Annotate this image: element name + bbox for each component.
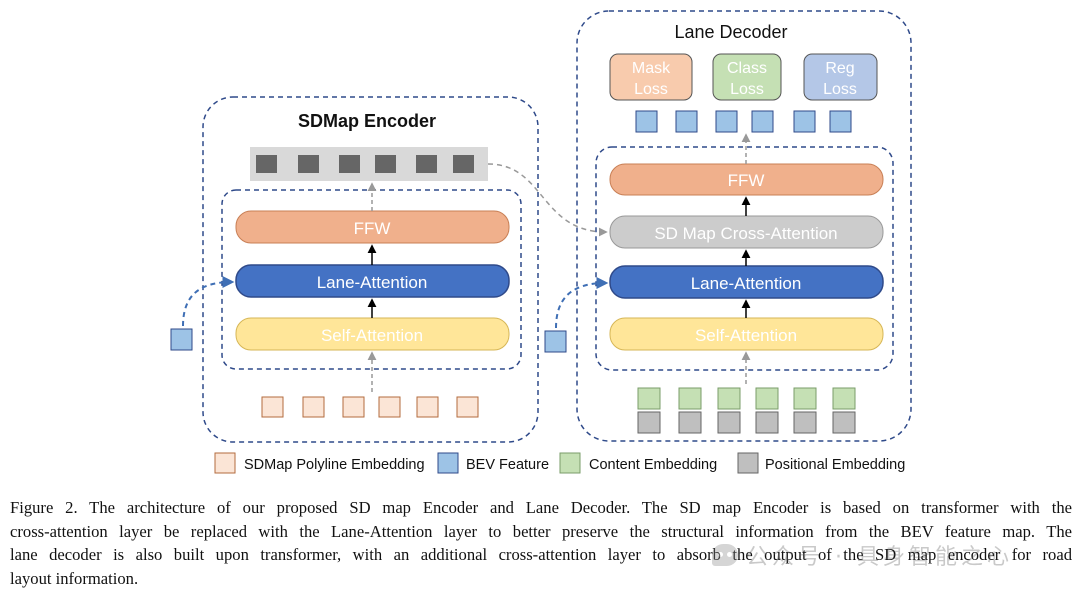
dashed-curved-arrow-icon: [487, 163, 608, 237]
polyline-embedding: [261, 396, 284, 418]
encoder-lane-attention-label: Lane-Attention: [317, 273, 428, 292]
output-query: [793, 110, 816, 133]
mask-loss-label-line1: Mask: [632, 60, 671, 77]
output-query: [715, 110, 738, 133]
polyline-embedding: [378, 396, 401, 418]
reg-loss-label-line1: Reg: [825, 60, 854, 77]
output-query: [675, 110, 698, 133]
legend-label-content: Content Embedding: [589, 457, 717, 473]
output-token: [256, 155, 277, 173]
positional-embedding: [717, 411, 741, 434]
output-query: [635, 110, 658, 133]
sdmap-polyline-embeddings: [261, 396, 479, 418]
encoder-self-attention-label: Self-Attention: [321, 326, 423, 345]
encoder-title: SDMap Encoder: [298, 111, 436, 131]
output-token: [416, 155, 437, 173]
polyline-embedding: [342, 396, 365, 418]
polyline-embedding: [416, 396, 439, 418]
decoder-outer-border: [576, 10, 912, 442]
decoder-cross-attention-label: SD Map Cross-Attention: [654, 224, 837, 243]
content-embedding: [717, 387, 741, 410]
legend-label-bev: BEV Feature: [466, 457, 549, 473]
decoder-self-attention-label: Self-Attention: [695, 326, 797, 345]
content-embedding: [832, 387, 856, 410]
class-loss-box: [712, 53, 782, 101]
dashed-curved-arrow-icon: [182, 276, 235, 327]
content-embedding: [793, 387, 817, 410]
output-token: [375, 155, 396, 173]
caption-line: layout information.: [10, 568, 139, 588]
content-embedding: [755, 387, 779, 410]
polyline-embedding: [302, 396, 325, 418]
output-query: [751, 110, 774, 133]
legend-label-polyline: SDMap Polyline Embedding: [244, 457, 425, 473]
encoder-output-tokens: [256, 155, 474, 173]
class-loss-label-line1: Class: [727, 60, 767, 77]
legend-swatch-positional: [737, 452, 759, 474]
output-token: [339, 155, 360, 173]
lane-decoder: Lane Decoder Mask Loss Class Loss Reg Lo…: [544, 10, 912, 442]
content-embedding: [678, 387, 702, 410]
decoder-title: Lane Decoder: [674, 22, 787, 42]
positional-embedding: [832, 411, 856, 434]
legend: SDMap Polyline Embedding BEV Feature Con…: [214, 452, 905, 474]
figure-caption: Figure 2. The architecture of our propos…: [10, 496, 1072, 590]
positional-embedding: [793, 411, 817, 434]
legend-swatch-polyline: [214, 452, 236, 474]
content-embedding: [637, 387, 661, 410]
positional-embedding: [637, 411, 661, 434]
decoder-output-tokens: [635, 110, 852, 133]
decoder-ffw-label: FFW: [728, 171, 765, 190]
class-loss-label-line2: Loss: [730, 81, 764, 98]
reg-loss-box: [803, 53, 878, 101]
encoder-bev-feature: [170, 328, 193, 351]
architecture-diagram: SDMap Encoder FFW Lane-Attention Self-At…: [170, 10, 912, 474]
output-token: [453, 155, 474, 173]
legend-label-positional: Positional Embedding: [765, 457, 905, 473]
decoder-inner-border: [595, 146, 894, 371]
output-token: [298, 155, 319, 173]
content-embeddings: [637, 387, 856, 410]
legend-swatch-content: [559, 452, 581, 474]
encoder-ffw-label: FFW: [354, 219, 391, 238]
positional-embedding: [755, 411, 779, 434]
encoder-outer-border: [202, 96, 539, 443]
sdmap-encoder: SDMap Encoder FFW Lane-Attention Self-At…: [170, 96, 539, 443]
caption-line: Figure 2. The architecture of our propos…: [10, 498, 1072, 517]
caption-line: lane decoder is also built upon transfor…: [10, 545, 1072, 564]
legend-swatch-bev: [437, 452, 459, 474]
decoder-bev-feature: [544, 330, 567, 353]
mask-loss-box: [609, 53, 693, 101]
reg-loss-label-line2: Loss: [823, 81, 857, 98]
dashed-curved-arrow-icon: [555, 277, 609, 329]
positional-embedding: [678, 411, 702, 434]
positional-embeddings: [637, 411, 856, 434]
encoder-output-bar: [250, 147, 488, 181]
polyline-embedding: [456, 396, 479, 418]
decoder-lane-attention-label: Lane-Attention: [691, 274, 802, 293]
caption-line: cross-attention layer be replaced with t…: [10, 521, 1072, 541]
output-query: [829, 110, 852, 133]
mask-loss-label-line2: Loss: [634, 81, 668, 98]
